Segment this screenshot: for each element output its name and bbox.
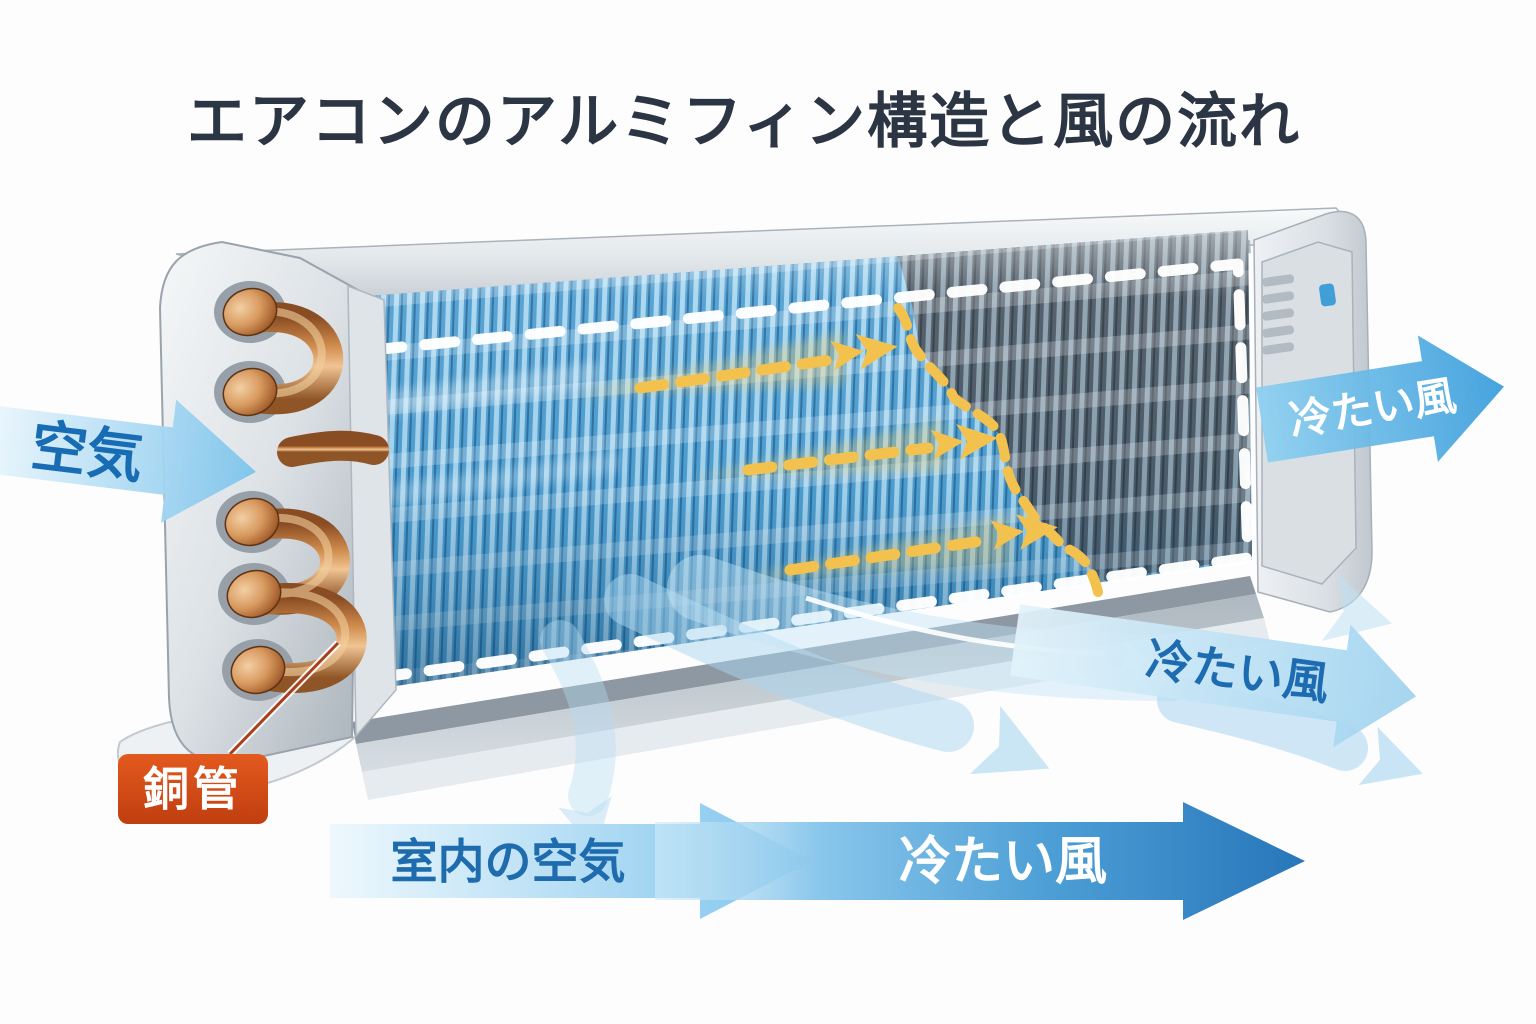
cold-air-top-arrow: 冷たい風 [1256,335,1504,463]
swoosh-arrowhead [969,705,1065,803]
copper-stubs [222,287,286,695]
flow-dash-3 [784,534,994,576]
copper-pipe-label: 銅管 [143,763,243,815]
air-streak [380,452,620,508]
copper-pipe-label-box [118,754,268,824]
swoosh-arrowhead [1358,726,1433,803]
room-air-label: 室内の空気 [391,835,626,888]
flow-dash-1 [634,354,836,394]
air-streak [380,362,600,416]
copper-pipes [222,284,397,738]
temperature-boundary-dashed [893,303,1103,597]
cold-air-bottom-label: 冷たい風 [899,833,1107,891]
vent-slats [1262,274,1295,355]
cold-air-bottom-arrow: 冷たい風 [655,802,1305,920]
page-title: エアコンのアルミフィン構造と風の流れ [187,88,1301,155]
callout-leader-line [228,641,340,756]
copper-ubend [241,302,344,415]
internal-flow-arrows [575,303,1103,597]
flow-dash-2 [742,442,934,476]
cold-air-mid-arrow: 冷たい風 [1009,604,1417,748]
cap-blue-slot [1319,283,1336,307]
copper-pipe-callout: 銅管 [118,640,341,824]
air-in-label: 空気 [28,414,147,490]
air-in-arrow: 空気 [0,399,256,523]
copper-ubend [277,430,389,467]
